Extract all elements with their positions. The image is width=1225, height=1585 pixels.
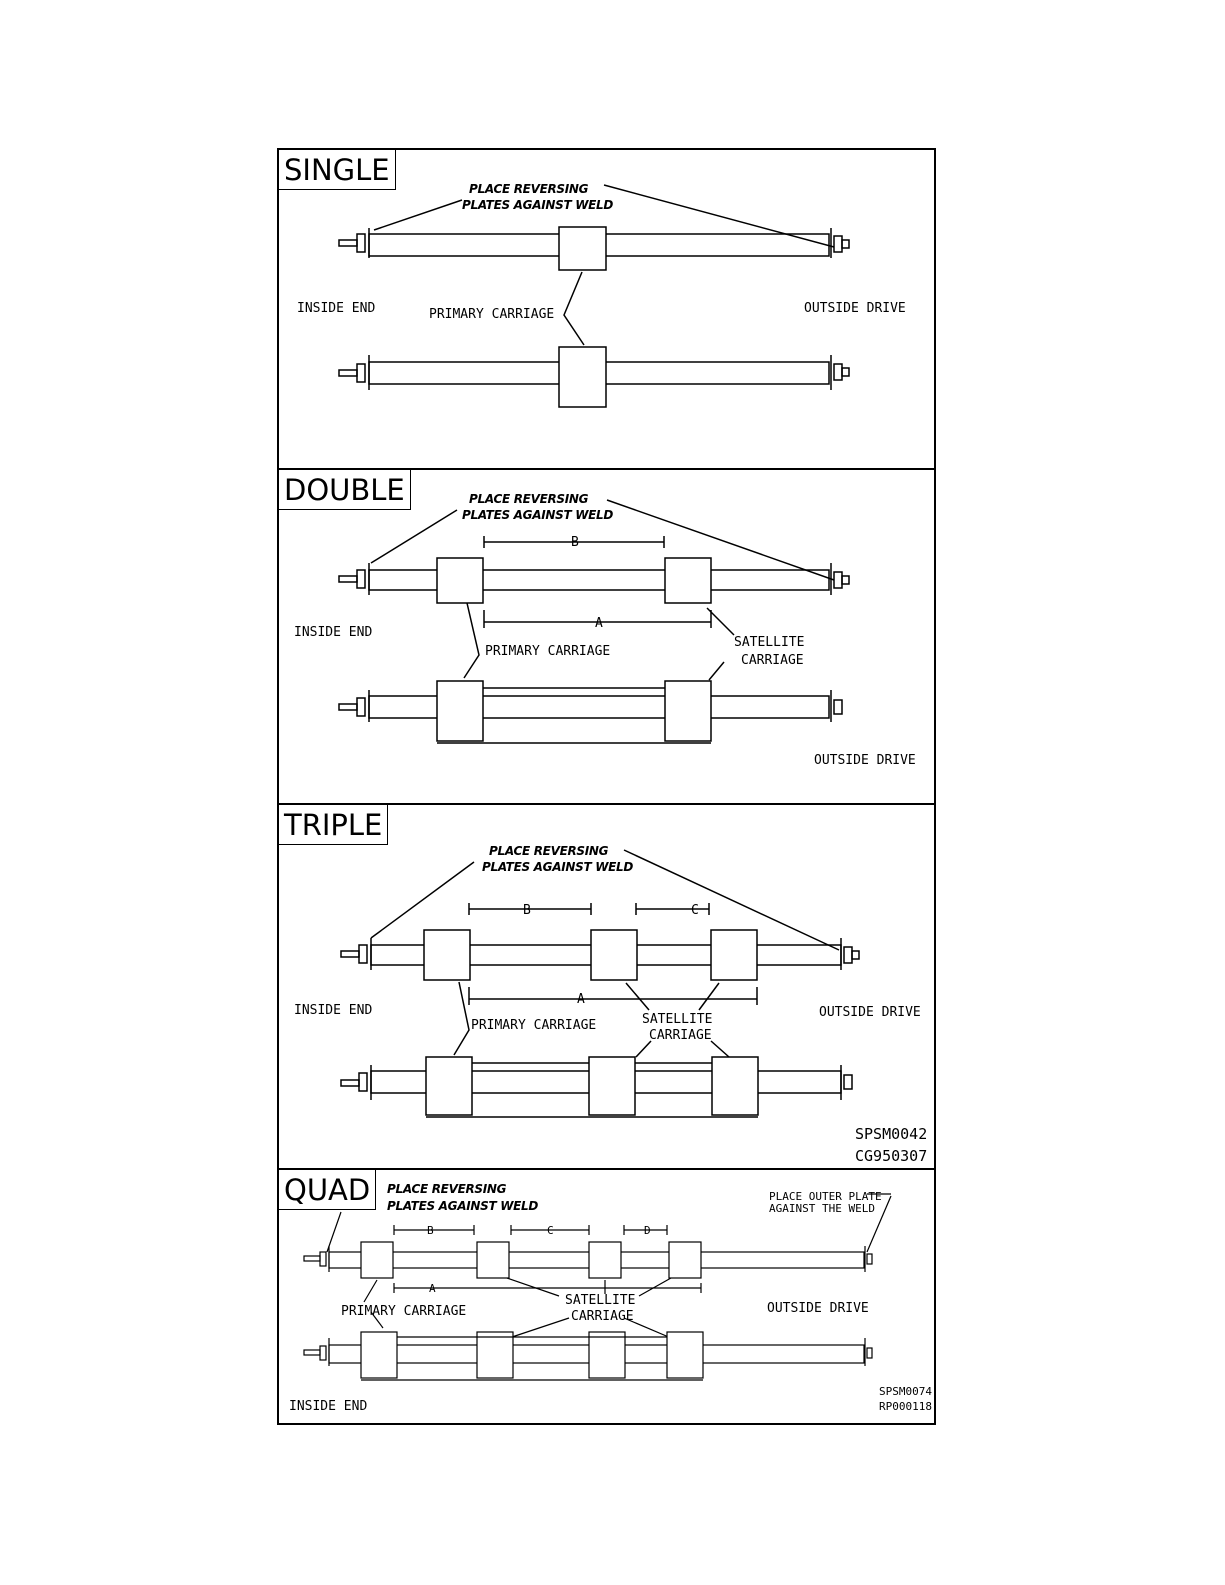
- double-bottom-actuator: [338, 690, 843, 722]
- triple-code-1: SPSM0042: [855, 1125, 927, 1143]
- quad-dim-a: A: [429, 1282, 436, 1295]
- quad-dim-d: D: [644, 1224, 651, 1237]
- double-dim-b: B: [571, 535, 579, 550]
- quad-satellite-line2: CARRIAGE: [571, 1309, 634, 1324]
- quad-dim-b: B: [427, 1224, 434, 1237]
- triple-outside-drive: OUTSIDE DRIVE: [819, 1005, 921, 1020]
- triple-primary-carriage-label: PRIMARY CARRIAGE: [471, 1018, 596, 1033]
- triple-dim-c: C: [691, 903, 699, 918]
- quad-satellite-line1: SATELLITE: [565, 1293, 635, 1308]
- quad-inside-end: INSIDE END: [289, 1399, 367, 1414]
- triple-dim-b: B: [523, 903, 531, 918]
- single-title: SINGLE: [279, 150, 396, 190]
- double-note-line1: PLACE REVERSING: [469, 492, 589, 506]
- triple-title: TRIPLE: [279, 805, 389, 845]
- quad-note-line2: PLATES AGAINST WELD: [387, 1199, 538, 1213]
- quad-code-2: RP000118: [879, 1400, 932, 1413]
- double-satellite-carriage-bottom: [664, 680, 712, 742]
- triple-note-line2: PLATES AGAINST WELD: [482, 860, 633, 874]
- quad-satellite3-carriage-top: [668, 1241, 702, 1279]
- triple-satellite2-carriage-bottom: [711, 1056, 759, 1116]
- double-dim-a: A: [595, 616, 603, 631]
- panel-triple: PLACE REVERSING PLATES AGAINST WELD B C …: [279, 805, 934, 1170]
- quad-drawing: PLACE REVERSING PLATES AGAINST WELD PLAC…: [289, 1182, 932, 1414]
- quad-note-line1: PLACE REVERSING: [387, 1182, 507, 1196]
- triple-satellite1-carriage-bottom: [588, 1056, 636, 1116]
- quad-satellite2-carriage-bottom: [588, 1331, 626, 1379]
- double-top-actuator: [338, 563, 850, 595]
- triple-drawing: PLACE REVERSING PLATES AGAINST WELD B C …: [294, 844, 927, 1165]
- double-primary-carriage-bottom: [436, 680, 484, 742]
- triple-primary-carriage-bottom: [425, 1056, 473, 1116]
- single-drawing: PLACE REVERSING PLATES AGAINST WELD INSI…: [297, 182, 906, 408]
- quad-primary-carriage-bottom: [360, 1331, 398, 1379]
- triple-satellite2-carriage-top: [710, 929, 758, 981]
- quad-satellite1-carriage-top: [476, 1241, 510, 1279]
- double-primary-carriage-top: [436, 557, 484, 604]
- single-primary-carriage-label: PRIMARY CARRIAGE: [429, 307, 554, 322]
- double-satellite-carriage-top: [664, 557, 712, 604]
- double-note-line2: PLATES AGAINST WELD: [462, 508, 613, 522]
- double-satellite-line1: SATELLITE: [734, 635, 804, 650]
- triple-satellite-line1: SATELLITE: [642, 1012, 712, 1027]
- panel-quad: PLACE REVERSING PLATES AGAINST WELD PLAC…: [279, 1170, 934, 1423]
- quad-primary-carriage-label: PRIMARY CARRIAGE: [341, 1304, 466, 1319]
- triple-satellite1-carriage-top: [590, 929, 638, 981]
- quad-outer-note-line1: PLACE OUTER PLATE: [769, 1190, 882, 1203]
- diagram-frame: PLACE REVERSING PLATES AGAINST WELD INSI…: [277, 148, 936, 1425]
- single-note-line1: PLACE REVERSING: [469, 182, 589, 196]
- single-outside-drive: OUTSIDE DRIVE: [804, 301, 906, 316]
- double-inside-end: INSIDE END: [294, 625, 372, 640]
- double-title: DOUBLE: [279, 470, 411, 510]
- quad-satellite2-carriage-top: [588, 1241, 622, 1279]
- panel-double: PLACE REVERSING PLATES AGAINST WELD B A …: [279, 470, 934, 805]
- triple-dim-a: A: [577, 992, 585, 1007]
- quad-dim-c: C: [547, 1224, 554, 1237]
- quad-outside-drive: OUTSIDE DRIVE: [767, 1301, 869, 1316]
- single-primary-carriage-bottom: [558, 346, 607, 408]
- triple-primary-carriage-top: [423, 929, 471, 981]
- single-note-line2: PLATES AGAINST WELD: [462, 198, 613, 212]
- quad-title: QUAD: [279, 1170, 377, 1210]
- quad-primary-carriage-top: [360, 1241, 394, 1279]
- quad-code-1: SPSM0074: [879, 1385, 932, 1398]
- triple-code-2: CG950307: [855, 1147, 927, 1165]
- double-satellite-line2: CARRIAGE: [741, 653, 804, 668]
- single-inside-end: INSIDE END: [297, 301, 375, 316]
- quad-outer-note-line2: AGAINST THE WELD: [769, 1202, 875, 1215]
- triple-note-line1: PLACE REVERSING: [489, 844, 609, 858]
- triple-satellite-line2: CARRIAGE: [649, 1028, 712, 1043]
- panel-single: PLACE REVERSING PLATES AGAINST WELD INSI…: [279, 150, 934, 470]
- quad-satellite1-carriage-bottom: [476, 1331, 514, 1379]
- double-outside-drive: OUTSIDE DRIVE: [814, 753, 916, 768]
- quad-satellite3-carriage-bottom: [666, 1331, 704, 1379]
- double-drawing: PLACE REVERSING PLATES AGAINST WELD B A …: [294, 492, 916, 768]
- single-primary-carriage-top: [558, 226, 607, 271]
- double-primary-carriage-label: PRIMARY CARRIAGE: [485, 644, 610, 659]
- triple-inside-end: INSIDE END: [294, 1003, 372, 1018]
